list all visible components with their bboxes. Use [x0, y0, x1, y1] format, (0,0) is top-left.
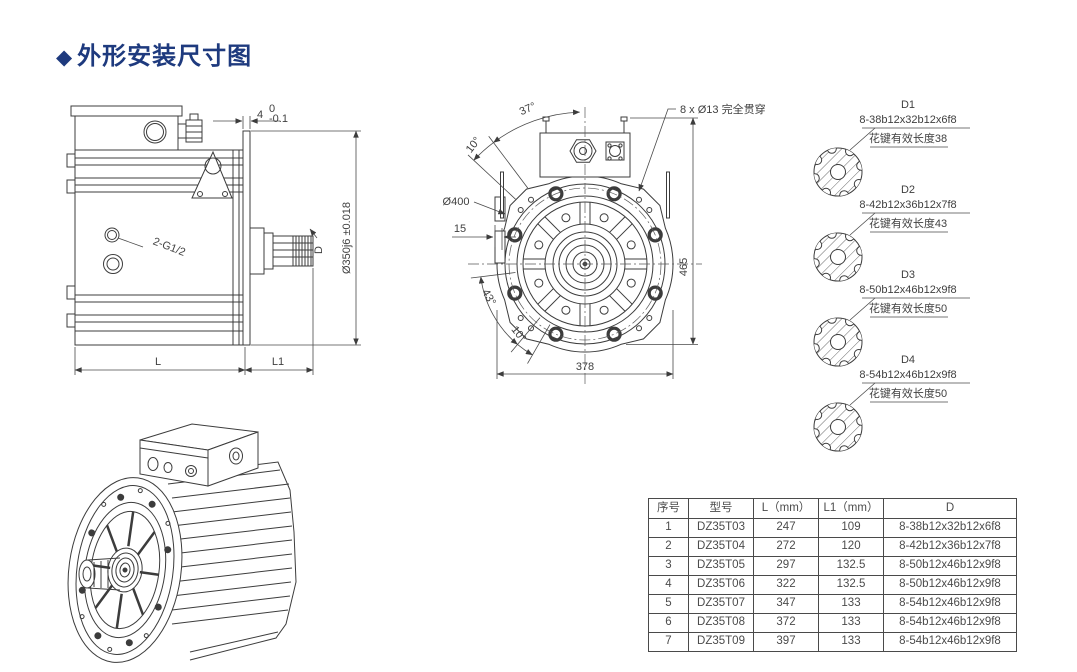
table-cell: 132.5	[818, 575, 884, 595]
bolt-circle-centerline	[508, 187, 662, 341]
iso-linework	[67, 423, 297, 663]
table-cell: 8-50b12x46b12x9f8	[883, 575, 1017, 595]
table-cell: DZ35T09	[688, 632, 754, 652]
spline-spec: 8-50b12x46b12x9f8	[859, 284, 956, 296]
table-cell: 133	[818, 594, 884, 614]
table-cell: 5	[648, 594, 689, 614]
front-view-drawing: 37° 10° 8 x Ø13 完全贯穿 Ø400 15 43° 10° 465…	[443, 100, 766, 387]
dim-tolerance-lower: -0.1	[269, 113, 288, 125]
spline-details: D1 8-38b12x32b12x6f8 花键有效长度38 D2 8-42b12…	[800, 99, 970, 508]
front-view-dimensions	[452, 108, 698, 379]
table-cell: 4	[648, 575, 689, 595]
diamond-icon: ◆	[56, 46, 74, 69]
spline-id: D4	[901, 354, 915, 366]
iso-view-drawing	[67, 423, 297, 663]
table-cell: DZ35T08	[688, 613, 754, 633]
side-view-dimensions	[74, 116, 361, 375]
spline-id: D3	[901, 269, 915, 281]
table-cell: 8-54b12x46b12x9f8	[883, 613, 1017, 633]
page-title-text: 外形安装尺寸图	[77, 43, 253, 70]
spline-detail-d2: D2 8-42b12x36b12x7f8 花键有效长度43	[810, 184, 970, 285]
spline-note: 花键有效长度50	[869, 386, 947, 400]
column-header: 序号	[648, 498, 689, 519]
thread-spec-label: 2-G1/2	[151, 236, 187, 259]
table-cell: 109	[818, 518, 884, 538]
spline-detail-d3: D3 8-50b12x46b12x9f8 花键有效长度50	[810, 269, 970, 370]
table-cell: DZ35T05	[688, 556, 754, 576]
table-cell: 8-42b12x36b12x7f8	[883, 537, 1017, 557]
page-title: ◆外形安装尺寸图	[56, 36, 252, 71]
bolt-holes-note: 8 x Ø13 完全贯穿	[680, 102, 766, 116]
column-header: D	[883, 498, 1017, 519]
table-cell: 133	[818, 613, 884, 633]
dim-angle-37: 37°	[518, 100, 538, 118]
dim-flange-thickness: 4	[257, 109, 263, 121]
dim-offset-15: 15	[454, 223, 466, 235]
dim-height-465: 465	[678, 258, 690, 276]
table-cell: 120	[818, 537, 884, 557]
dim-angle-43: 43°	[479, 287, 498, 307]
front-view-linework	[494, 116, 674, 353]
table-cell: 6	[648, 613, 689, 633]
table-cell: 347	[753, 594, 819, 614]
table-cell: 8-50b12x46b12x9f8	[883, 556, 1017, 576]
table-cell: 8-54b12x46b12x9f8	[883, 594, 1017, 614]
dim-tolerance-upper: 0	[269, 103, 275, 115]
side-view-linework	[66, 105, 314, 346]
table-cell: 8-38b12x32b12x6f8	[883, 518, 1017, 538]
column-header: L（mm）	[753, 498, 819, 519]
spline-id: D2	[901, 184, 915, 196]
dim-shaft-diameter: D	[313, 246, 325, 254]
spline-id: D1	[901, 99, 915, 111]
table-cell: 322	[753, 575, 819, 595]
spline-spec: 8-54b12x46b12x9f8	[859, 369, 956, 381]
table-cell: DZ35T04	[688, 537, 754, 557]
table-cell: DZ35T07	[688, 594, 754, 614]
spline-spec: 8-38b12x32b12x6f8	[859, 114, 956, 126]
table-cell: 133	[818, 632, 884, 652]
table-cell: 1	[648, 518, 689, 538]
table-cell: 2	[648, 537, 689, 557]
spline-detail-d1: D1 8-38b12x32b12x6f8 花键有效长度38	[810, 99, 970, 200]
column-header: 型号	[688, 498, 754, 519]
table-cell: 272	[753, 537, 819, 557]
dim-width-378: 378	[576, 361, 594, 373]
table-cell: 247	[753, 518, 819, 538]
table-cell: 372	[753, 613, 819, 633]
dim-outer-diameter: Ø400	[443, 196, 470, 208]
table-cell: 8-54b12x46b12x9f8	[883, 632, 1017, 652]
side-view-drawing: 4 0 -0.1 2-G1/2 Ø350j6 ±0.018 D L L1	[66, 103, 361, 375]
table-cell: 297	[753, 556, 819, 576]
table-cell: DZ35T06	[688, 575, 754, 595]
spline-note: 花键有效长度43	[869, 216, 947, 230]
dim-flange-diameter: Ø350j6 ±0.018	[341, 202, 353, 274]
dim-length-L1: L1	[272, 356, 284, 368]
spline-detail-d4: D4 8-54b12x46b12x9f8 花键有效长度50	[810, 354, 970, 455]
table-cell: DZ35T03	[688, 518, 754, 538]
dim-length-L: L	[155, 356, 161, 368]
table-cell: 7	[648, 632, 689, 652]
spline-spec: 8-42b12x36b12x7f8	[859, 199, 956, 211]
column-header: L1（mm）	[818, 498, 884, 519]
table-cell: 132.5	[818, 556, 884, 576]
table-cell: 3	[648, 556, 689, 576]
table-cell: 397	[753, 632, 819, 652]
dim-angle-10-top: 10°	[464, 135, 484, 156]
spline-note: 花键有效长度50	[869, 301, 947, 315]
spline-note: 花键有效长度38	[869, 131, 947, 145]
